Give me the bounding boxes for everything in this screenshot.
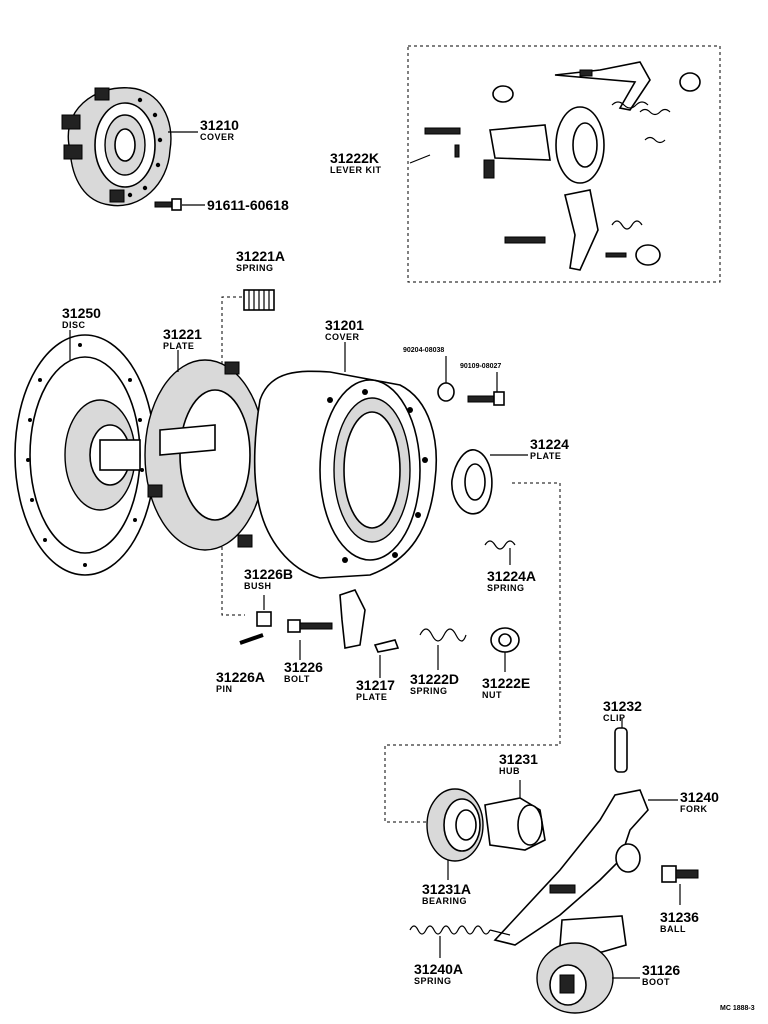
part-name-31222D: SPRING [410,686,448,696]
part-name-31240: FORK [680,804,708,814]
spring-31224A [484,540,516,550]
spring-31222D [419,628,467,642]
part-number-31221A: 31221A [236,248,285,264]
part-number-90204: 90204-08038 [403,347,444,354]
part-name-31222K: LEVER KIT [330,165,382,175]
spring-31221A [243,289,275,311]
part-number-31231A: 31231A [422,881,471,897]
part-name-31232: CLIP [603,713,626,723]
part-number-91611: 91611-60618 [207,197,289,213]
nut-31222E [490,627,520,653]
part-number-31224: 31224 [530,436,569,452]
bush-31226B [256,611,272,627]
part-number-31221: 31221 [163,326,202,342]
lever-kit-box [407,45,721,283]
part-name-31226A: PIN [216,684,233,694]
part-number-31201: 31201 [325,317,364,333]
bolt-31226 [287,619,333,633]
part-number-90109: 90109-08027 [460,363,501,370]
part-name-31221A: SPRING [236,263,274,273]
part-name-31231A: BEARING [422,896,467,906]
clip-31232 [614,727,628,773]
plate-31224 [451,449,493,515]
plate-31217 [373,639,400,653]
lever-part [339,589,366,649]
part-name-31240A: SPRING [414,976,452,986]
part-number-31231: 31231 [499,751,538,767]
part-number-31222K: 31222K [330,150,379,166]
part-name-31231: HUB [499,766,520,776]
spring-31240A [409,925,511,936]
part-number-31240: 31240 [680,789,719,805]
part-number-31226A: 31226A [216,669,265,685]
bolt-90109 [467,391,505,406]
part-name-31224A: SPRING [487,583,525,593]
cover-assembly-31210 [61,87,172,207]
part-name-31236: BALL [660,924,686,934]
clutch-cover-31201 [253,370,438,579]
part-number-31240A: 31240A [414,961,463,977]
bolt-91611 [154,198,182,211]
part-name-31224: PLATE [530,451,561,461]
part-number-31222E: 31222E [482,675,530,691]
hub-31231 [484,797,546,851]
part-number-31126: 31126 [642,962,680,978]
part-name-31210: COVER [200,132,235,142]
boot-31126 [536,915,627,1014]
part-name-31217: PLATE [356,692,387,702]
pressure-plate-31221 [144,359,266,551]
part-name-31226B: BUSH [244,581,272,591]
diagram-reference-code: MC 1888-3 [720,1005,755,1012]
part-number-31210: 31210 [200,117,239,133]
part-name-31222E: NUT [482,690,502,700]
part-name-31250: DISC [62,320,86,330]
part-number-31222D: 31222D [410,671,459,687]
part-number-31250: 31250 [62,305,101,321]
part-name-31126: BOOT [642,977,670,987]
part-name-31226: BOLT [284,674,310,684]
part-number-31217: 31217 [356,677,395,693]
part-number-31226: 31226 [284,659,323,675]
part-name-31201: COVER [325,332,360,342]
part-number-31232: 31232 [603,698,642,714]
pin-31226A [239,633,264,645]
part-number-31224A: 31224A [487,568,536,584]
part-name-31221: PLATE [163,341,194,351]
fork-31240 [493,789,649,946]
lever-kit-parts [424,61,701,271]
part-number-31226B: 31226B [244,566,293,582]
part-number-31236: 31236 [660,909,699,925]
ball-31236 [661,865,699,883]
bearing-31231A [426,788,484,862]
nut-90204 [437,382,455,402]
clutch-disc-31250 [14,334,156,576]
